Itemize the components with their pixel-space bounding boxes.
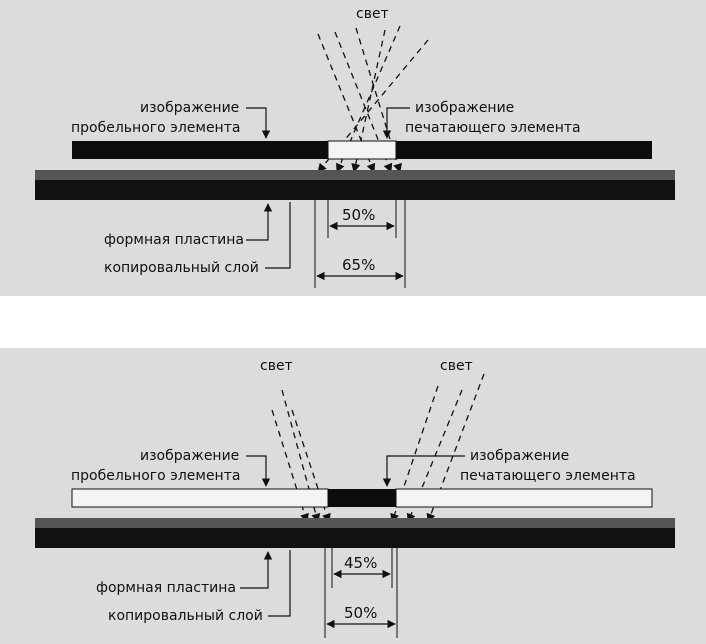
diagram-top-svg: свет изображение пробельного элемента из…	[0, 0, 706, 296]
film-opaque-element	[328, 489, 396, 507]
layer-leader	[265, 202, 290, 268]
gap-image-label-line1: изображение	[140, 448, 239, 464]
print-image-label-line2: печатающего элемента	[405, 120, 581, 136]
film-clear-right	[396, 489, 652, 507]
inner-dimension-value: 45%	[344, 554, 377, 572]
outer-dimension-value: 50%	[344, 604, 377, 622]
copy-layer	[35, 518, 675, 528]
film-opaque-right	[396, 141, 652, 159]
layer-leader	[268, 550, 290, 616]
layer-label: копировальный слой	[104, 260, 259, 276]
plate-label: формная пластина	[104, 232, 244, 248]
print-image-label-line2: печатающего элемента	[460, 468, 636, 484]
gap-image-leader	[246, 108, 266, 138]
printing-plate	[35, 528, 675, 548]
light-label-right: свет	[440, 358, 473, 374]
plate-label: формная пластина	[96, 580, 236, 596]
outer-dimension-value: 65%	[342, 256, 375, 274]
film-clear-window	[328, 141, 396, 159]
print-image-label-line1: изображение	[470, 448, 569, 464]
light-label-left: свет	[260, 358, 293, 374]
print-image-label-line1: изображение	[415, 100, 514, 116]
copy-layer	[35, 170, 675, 180]
gap-image-leader	[246, 456, 266, 486]
film-opaque-left	[72, 141, 328, 159]
printing-plate	[35, 180, 675, 200]
layer-label: копировальный слой	[108, 608, 263, 624]
diagram-positive-copy: свет изображение пробельного элемента из…	[0, 0, 706, 296]
diagram-bottom-svg: свет свет изображение пробельного элемен…	[0, 348, 706, 644]
gap-image-label-line2: пробельного элемента	[71, 468, 240, 484]
film-clear-left	[72, 489, 328, 507]
plate-leader	[240, 552, 268, 588]
inner-dimension-value: 50%	[342, 206, 375, 224]
plate-leader	[246, 204, 268, 240]
gap-image-label-line1: изображение	[140, 100, 239, 116]
print-image-leader	[387, 456, 465, 486]
diagram-negative-copy: свет свет изображение пробельного элемен…	[0, 348, 706, 644]
gap-image-label-line2: пробельного элемента	[71, 120, 240, 136]
light-label: свет	[356, 6, 389, 22]
